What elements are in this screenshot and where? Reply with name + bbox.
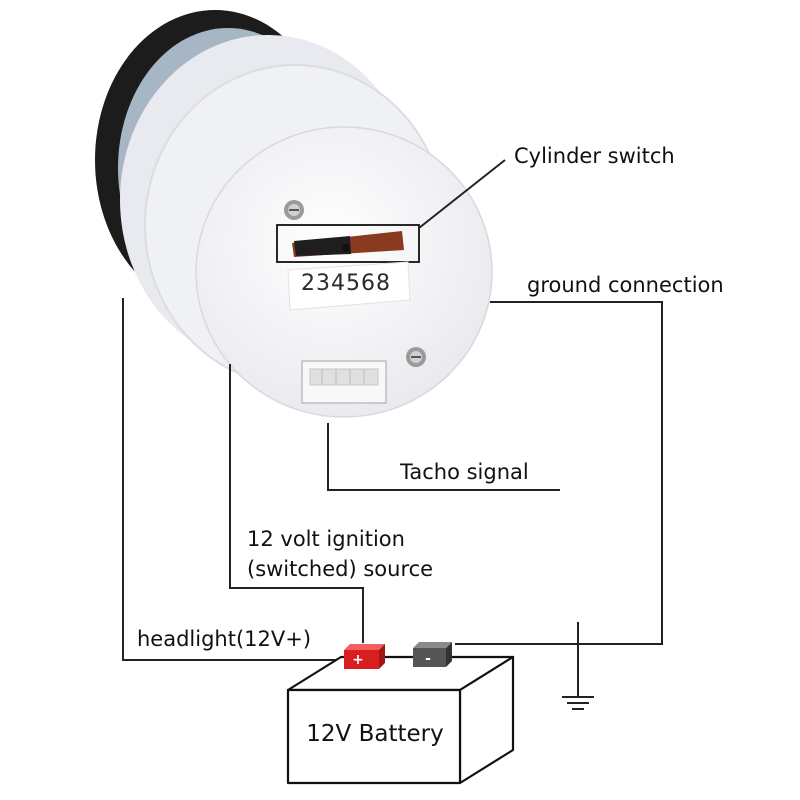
ground-connection-label: ground connection: [527, 273, 724, 297]
minus-icon: -: [425, 651, 431, 667]
ignition-label-line1: 12 volt ignition: [247, 527, 405, 551]
ignition-wire: [229, 364, 364, 643]
connector-plug: [301, 360, 387, 404]
cylinder-switch-leader-line: [418, 159, 506, 229]
headlight-label: headlight(12V+): [137, 627, 312, 651]
ignition-label-line2: (switched) source: [247, 557, 434, 581]
cylinder-switch-label: Cylinder switch: [514, 144, 675, 168]
screw-top-icon: [284, 200, 304, 220]
ground-connection-wire: [455, 301, 663, 645]
battery-front: [286, 688, 462, 785]
ground-symbol-icon: [562, 696, 594, 710]
headlight-wire: [122, 298, 344, 661]
plus-icon: +: [352, 652, 364, 668]
serial-number: 234568: [301, 271, 391, 296]
negative-terminal: [413, 642, 452, 667]
positive-terminal: [344, 644, 385, 669]
serial-label: [287, 261, 411, 311]
cylinder-switch-highlight-box: [276, 224, 420, 263]
battery-label: 12V Battery: [306, 721, 444, 747]
tacho-signal-wire: [327, 423, 560, 491]
cylinder-switch: [276, 224, 420, 263]
screw-bottom-icon: [406, 347, 426, 367]
tacho-signal-label: Tacho signal: [400, 460, 529, 484]
battery: [286, 655, 515, 785]
